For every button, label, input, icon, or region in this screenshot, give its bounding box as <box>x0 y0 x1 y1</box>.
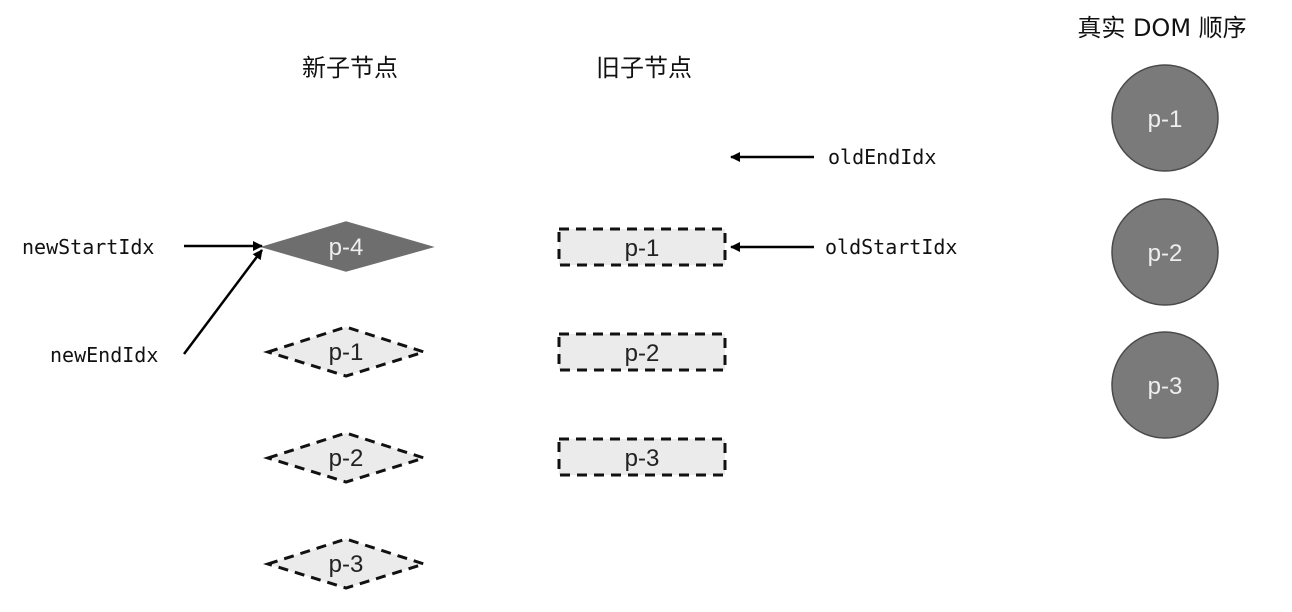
old-child-shape <box>557 437 727 477</box>
new-children-list: p-4 p-1 p-2 p-3 <box>260 221 435 590</box>
old-child-node: p-1 <box>557 227 727 267</box>
new-end-idx-arrow <box>183 249 263 355</box>
old-start-idx-label: oldStartIdx <box>825 235 957 259</box>
old-child-node: p-2 <box>557 332 727 372</box>
new-child-node: p-2 <box>262 431 430 484</box>
new-start-idx-label: newStartIdx <box>22 235 154 259</box>
new-child-label: p-2 <box>329 445 364 472</box>
new-child-shape-dashed <box>262 325 430 378</box>
header-old-children: 旧子节点 <box>596 54 692 82</box>
real-dom-label: p-1 <box>1148 106 1183 133</box>
real-dom-list: p-1 p-2 p-3 <box>1111 64 1219 439</box>
old-child-label: p-2 <box>625 340 660 367</box>
new-child-label: p-1 <box>329 339 364 366</box>
new-child-node: p-3 <box>262 537 430 590</box>
old-child-node: p-3 <box>557 437 727 477</box>
real-dom-circle <box>1111 331 1219 439</box>
new-end-idx-label: newEndIdx <box>50 343 158 367</box>
real-dom-label: p-3 <box>1148 373 1183 400</box>
new-child-node: p-1 <box>262 325 430 378</box>
new-child-shape-solid <box>260 221 435 272</box>
real-dom-node: p-2 <box>1111 198 1219 306</box>
new-child-node: p-4 <box>260 221 435 272</box>
header-new-children: 新子节点 <box>302 54 398 82</box>
old-end-idx-label: oldEndIdx <box>828 145 936 169</box>
old-children-list: p-1 p-2 p-3 <box>557 227 727 477</box>
real-dom-node: p-1 <box>1111 64 1219 172</box>
old-child-shape <box>557 227 727 267</box>
header-real-dom-order: 真实 DOM 顺序 <box>1077 14 1246 42</box>
new-child-label: p-4 <box>329 234 364 261</box>
real-dom-circle <box>1111 198 1219 306</box>
real-dom-node: p-3 <box>1111 331 1219 439</box>
real-dom-circle <box>1111 64 1219 172</box>
old-child-shape <box>557 332 727 372</box>
old-child-label: p-3 <box>625 445 660 472</box>
old-child-label: p-1 <box>625 235 660 262</box>
real-dom-label: p-2 <box>1148 240 1183 267</box>
new-child-shape-dashed <box>262 537 430 590</box>
new-child-label: p-3 <box>329 551 364 578</box>
new-child-shape-dashed <box>262 431 430 484</box>
